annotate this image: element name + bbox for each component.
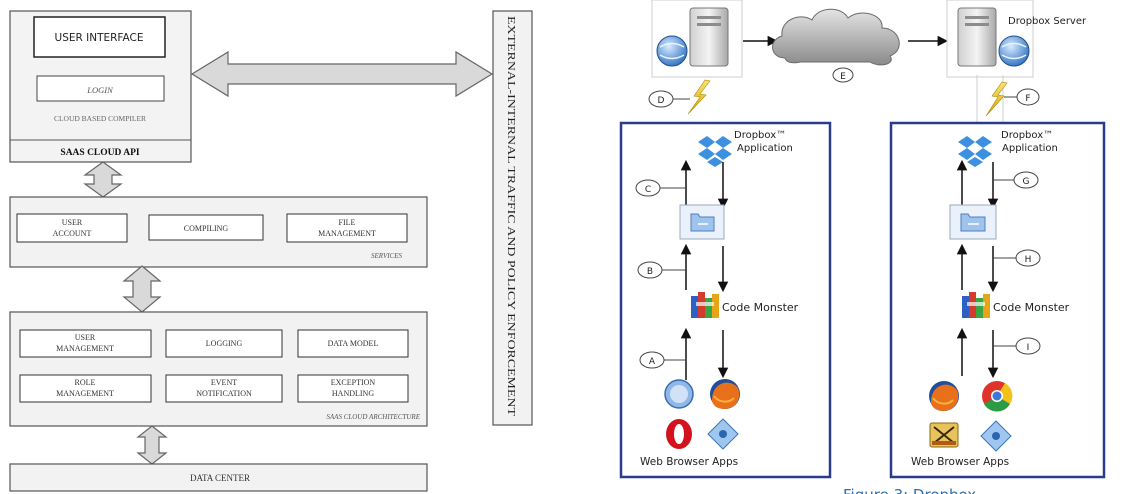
dropbox-app-line2-right: Application xyxy=(1002,143,1058,154)
arch-data-model: DATA MODEL xyxy=(328,339,379,348)
architecture-panel: USER MANAGEMENT LOGGING DATA MODEL ROLE … xyxy=(9,311,428,427)
dropbox-app-line1: Dropbox™ xyxy=(734,130,786,141)
code-monster-icon xyxy=(691,292,719,318)
svg-text:D: D xyxy=(658,96,665,106)
service-file-management-line1: FILE xyxy=(339,218,356,227)
cloud-icon xyxy=(772,8,900,66)
svg-text:B: B xyxy=(647,267,653,277)
user-interface-label: USER INTERFACE xyxy=(55,32,144,44)
login-label: LOGIN xyxy=(86,85,114,95)
marker-a: A xyxy=(639,351,686,369)
architecture-datacenter-double-arrow xyxy=(136,425,168,465)
services-panel: USER ACCOUNT COMPILING FILE MANAGEMENT S… xyxy=(9,196,428,268)
arch-event-notification-line2: NOTIFICATION xyxy=(196,389,252,398)
marker-b: B xyxy=(637,261,686,279)
saas-cloud-api-label: SAAS CLOUD API xyxy=(60,148,139,158)
svg-text:G: G xyxy=(1023,177,1030,187)
server-icon xyxy=(957,7,1030,67)
marker-e: E xyxy=(832,67,854,83)
code-monster-icon xyxy=(962,292,990,318)
arch-logging: LOGGING xyxy=(206,339,243,348)
marker-c: C xyxy=(635,179,686,197)
arch-exception-handling-line1: EXCEPTION xyxy=(331,378,376,387)
web-app-icon xyxy=(980,420,1012,452)
traffic-policy-bar: EXTERNAL-INTERNAL TRAFFIC AND POLICY ENF… xyxy=(492,10,533,426)
arch-role-management-line1: ROLE xyxy=(75,378,96,387)
dropbox-app-line2: Application xyxy=(737,143,793,154)
saas-cloud-api-block: USER INTERFACE LOGIN CLOUD BASED COMPILE… xyxy=(9,10,192,163)
right-dropbox-diagram: E Dropbox Server D F xyxy=(619,0,1106,494)
opera-icon xyxy=(666,419,692,449)
dropbox-icon xyxy=(958,136,992,167)
firefox-icon xyxy=(929,381,959,411)
arch-user-management-line1: USER xyxy=(75,333,96,342)
arch-event-notification-line1: EVENT xyxy=(211,378,237,387)
server-icon xyxy=(656,7,729,67)
safari-icon xyxy=(664,379,694,409)
xcode-icon xyxy=(929,422,959,448)
figure-caption: Figure 3: Dropbox xyxy=(843,486,976,494)
dropbox-icon xyxy=(698,136,732,167)
web-app-icon xyxy=(707,418,739,450)
svg-text:I: I xyxy=(1027,343,1030,353)
svg-text:H: H xyxy=(1025,255,1032,265)
svg-text:F: F xyxy=(1025,94,1030,104)
left-architecture-diagram: USER INTERFACE LOGIN CLOUD BASED COMPILE… xyxy=(9,10,533,492)
web-browser-apps-label-left: Web Browser Apps xyxy=(640,456,738,468)
data-center-label: DATA CENTER xyxy=(190,473,250,483)
marker-i: I xyxy=(993,337,1041,355)
api-services-double-arrow xyxy=(83,161,123,198)
arch-exception-handling-line2: HANDLING xyxy=(332,389,374,398)
marker-h: H xyxy=(993,249,1041,267)
svg-text:C: C xyxy=(645,185,651,195)
dropbox-app-line1-right: Dropbox™ xyxy=(1001,130,1053,141)
service-file-management-line2: MANAGEMENT xyxy=(318,229,376,238)
web-browser-apps-label-right: Web Browser Apps xyxy=(911,456,1009,468)
service-user-account-line2: ACCOUNT xyxy=(53,229,92,238)
code-monster-label: Code Monster xyxy=(722,301,799,314)
cloud-compiler-caption: CLOUD BASED COMPILER xyxy=(54,114,146,123)
marker-f: F xyxy=(1004,88,1040,106)
folder-icon xyxy=(949,204,997,240)
services-caption: SERVICES xyxy=(371,252,402,260)
client-box-right xyxy=(889,121,1106,479)
service-user-account-line1: USER xyxy=(62,218,83,227)
architecture-caption: SAAS CLOUD ARCHITECTURE xyxy=(326,413,420,421)
lightning-icon xyxy=(687,79,711,115)
marker-g: G xyxy=(993,171,1039,189)
api-traffic-double-arrow xyxy=(190,50,494,98)
firefox-icon xyxy=(710,379,740,409)
lightning-icon xyxy=(985,81,1008,117)
svg-text:E: E xyxy=(840,72,846,82)
folder-icon xyxy=(679,204,725,240)
data-center-panel: DATA CENTER xyxy=(9,463,428,492)
arch-role-management-line2: MANAGEMENT xyxy=(56,389,114,398)
traffic-policy-label: EXTERNAL-INTERNAL TRAFFIC AND POLICY ENF… xyxy=(505,16,517,416)
services-architecture-double-arrow xyxy=(122,265,162,313)
chrome-icon xyxy=(982,381,1013,412)
marker-d: D xyxy=(648,90,690,108)
dropbox-server-label: Dropbox Server xyxy=(1008,16,1087,27)
service-compiling: COMPILING xyxy=(184,224,229,233)
arch-user-management-line2: MANAGEMENT xyxy=(56,344,114,353)
code-monster-label-right: Code Monster xyxy=(993,301,1070,314)
svg-text:A: A xyxy=(649,357,656,367)
